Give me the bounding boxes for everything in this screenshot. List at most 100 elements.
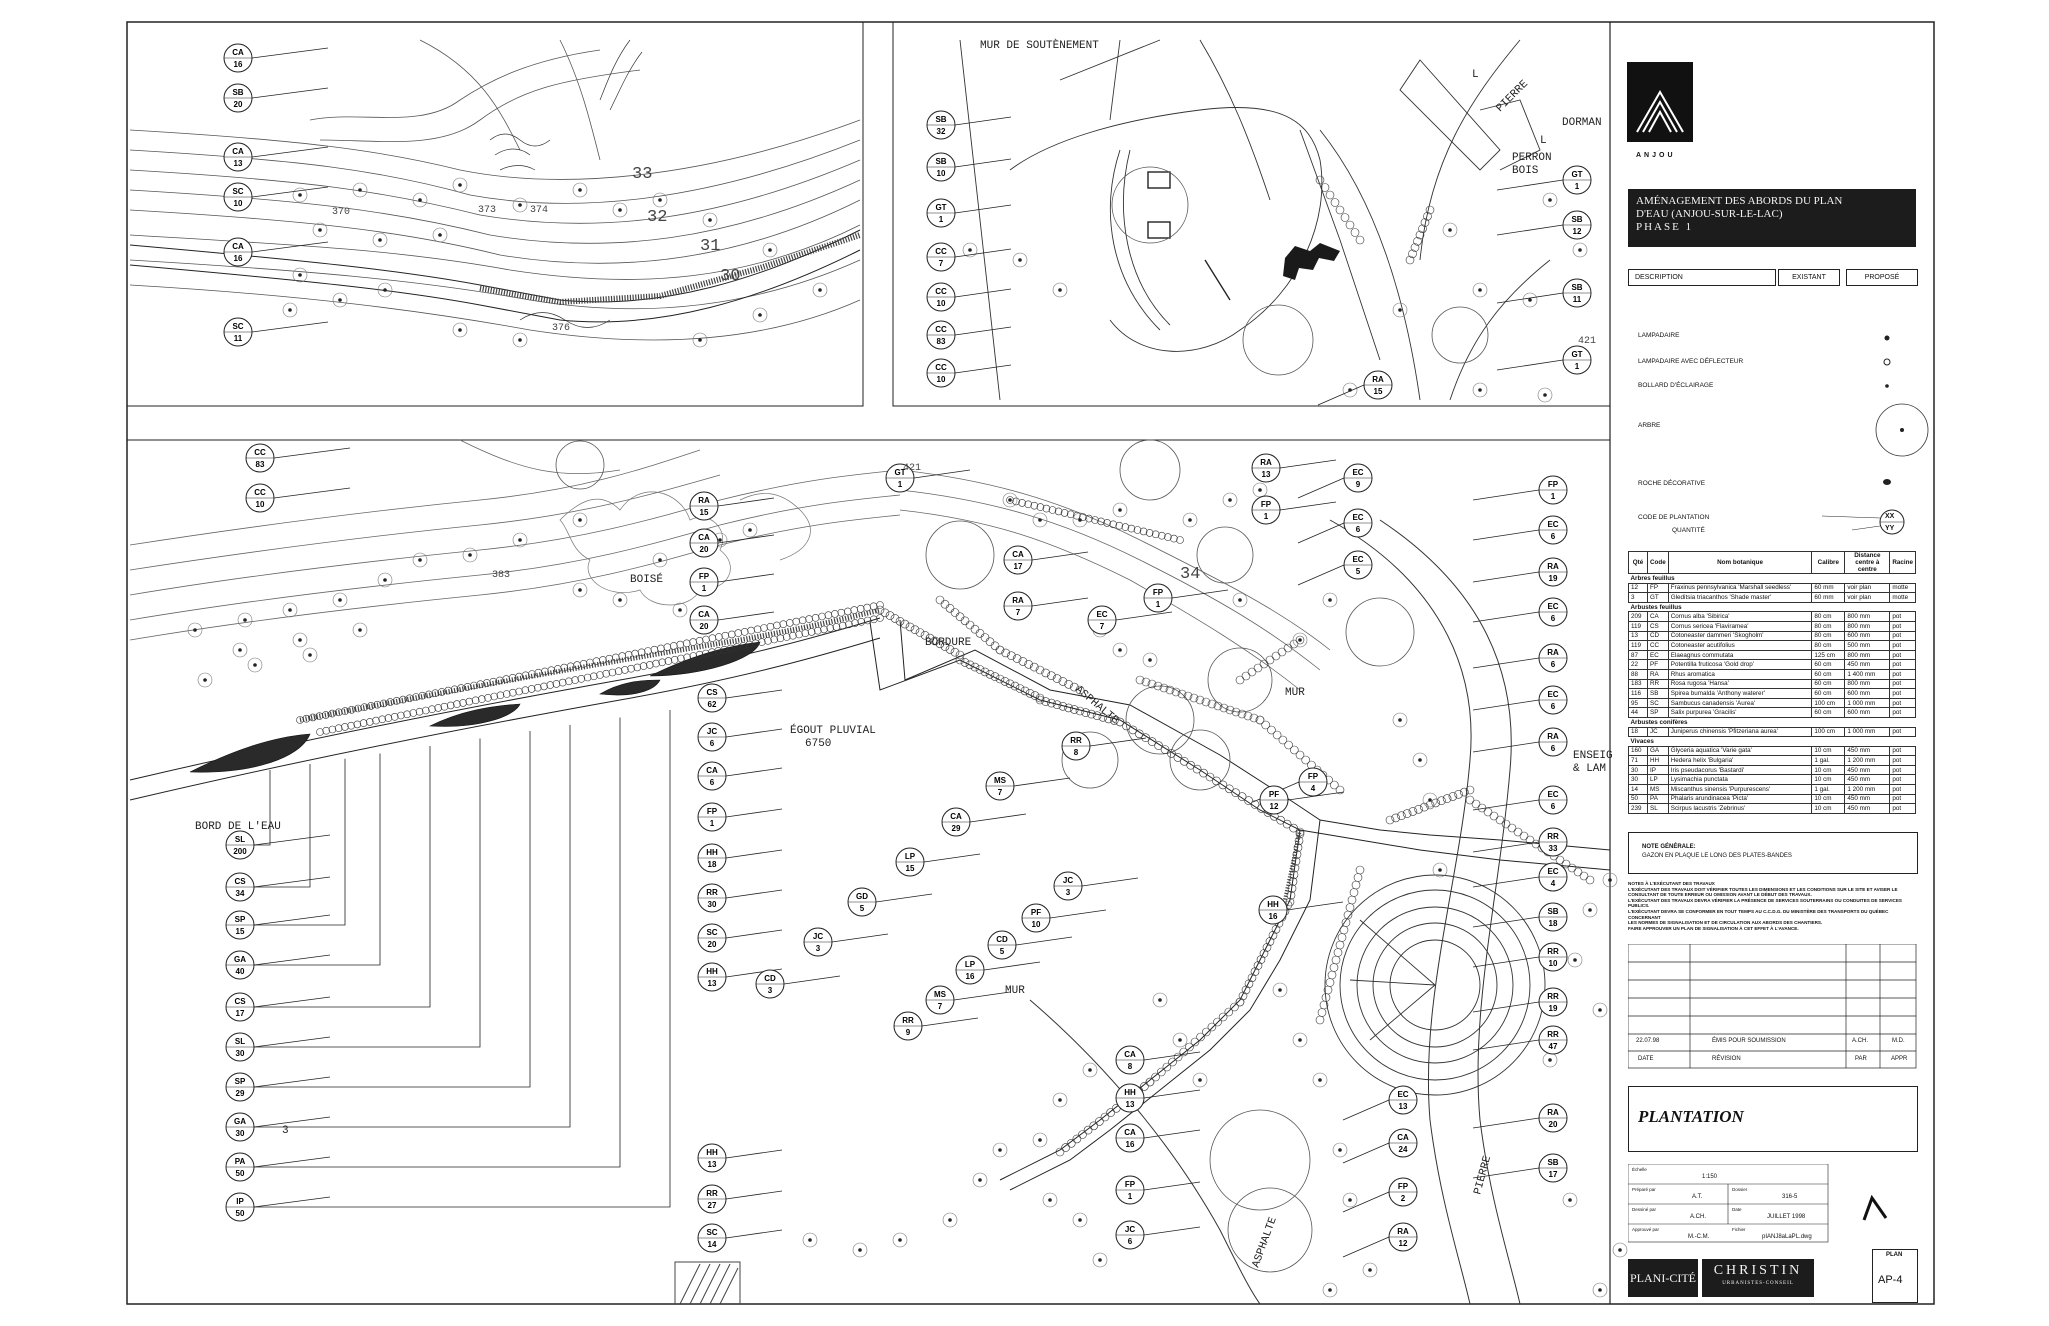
shrub-symbol bbox=[1212, 776, 1221, 786]
shrub-symbol bbox=[354, 704, 362, 713]
tag-code: RA bbox=[1547, 1108, 1559, 1117]
shrub-symbol bbox=[618, 652, 627, 660]
table-cell: 183 bbox=[1628, 678, 1648, 690]
tag-code: EC bbox=[1547, 690, 1558, 699]
shrub-symbol bbox=[1190, 1037, 1200, 1047]
shrub-symbol bbox=[1355, 235, 1365, 245]
plant-dot-canopy bbox=[1542, 192, 1558, 208]
plant-dot-canopy bbox=[1472, 382, 1488, 398]
leader-line bbox=[1472, 611, 1540, 623]
label-l-2: L bbox=[1472, 69, 1479, 81]
table-cell: 10 cm bbox=[1811, 764, 1846, 776]
shrub-symbol bbox=[1024, 500, 1032, 509]
planting-tag: RR8 bbox=[1061, 731, 1091, 761]
leader-line bbox=[254, 746, 431, 1008]
shrub-symbol bbox=[757, 638, 766, 646]
tag-quantity: 10 bbox=[234, 199, 243, 208]
tag-quantity: 7 bbox=[939, 259, 944, 268]
shrub-symbol bbox=[965, 620, 975, 630]
table-cell: Scirpus lacustris 'Zebrinus' bbox=[1667, 803, 1813, 814]
table-cell: SC bbox=[1647, 697, 1669, 709]
shrub-symbol bbox=[1243, 711, 1253, 721]
shrub-symbol bbox=[1030, 501, 1039, 510]
tag-code: GT bbox=[935, 203, 946, 212]
shrub-symbol bbox=[677, 654, 685, 663]
planting-tag: RA7 bbox=[1003, 591, 1033, 621]
plant-dot bbox=[1058, 1098, 1062, 1102]
planting-tag: FP1 bbox=[697, 802, 727, 832]
shrub-symbol bbox=[1350, 228, 1360, 237]
leader-line bbox=[254, 764, 311, 888]
leader-line bbox=[831, 933, 889, 943]
shrub-symbol bbox=[341, 723, 349, 731]
plant-dot bbox=[1038, 1138, 1042, 1142]
shrub-symbol bbox=[528, 670, 536, 678]
plant-dot-canopy bbox=[1522, 292, 1538, 308]
shrub-symbol bbox=[1301, 755, 1310, 765]
tag-quantity: 30 bbox=[236, 1049, 245, 1058]
table-cell: pot bbox=[1889, 784, 1916, 795]
shrub-symbol bbox=[880, 608, 890, 618]
tag-quantity: 1 bbox=[1575, 182, 1580, 191]
structure-top-right bbox=[1283, 243, 1340, 280]
road-main bbox=[1029, 519, 1521, 1305]
col-qte: Qté bbox=[1628, 551, 1648, 574]
plant-dot-canopy bbox=[1032, 1132, 1048, 1148]
planting-tag: CA8 bbox=[1115, 1045, 1145, 1075]
plant-dot bbox=[758, 313, 762, 317]
leader-line bbox=[1472, 1039, 1540, 1051]
table-cell: pot bbox=[1889, 678, 1916, 690]
tag-code: CA bbox=[1124, 1128, 1136, 1137]
shrub-symbol bbox=[1585, 875, 1595, 885]
planting-tag: CD5 bbox=[987, 930, 1017, 960]
table-cell: 209 bbox=[1628, 611, 1648, 622]
shrub-symbol bbox=[695, 650, 704, 659]
general-note-box bbox=[1628, 832, 1918, 874]
shrub-symbol bbox=[1145, 1077, 1155, 1087]
plant-dot-canopy bbox=[1042, 1192, 1058, 1208]
shrub-cluster-top-left bbox=[489, 39, 643, 328]
planting-tag: JC3 bbox=[803, 927, 833, 957]
plant-dot-canopy bbox=[942, 1212, 958, 1228]
leader-line bbox=[1496, 359, 1564, 371]
leader-line bbox=[254, 717, 621, 1168]
leader-line bbox=[1143, 1181, 1201, 1191]
leader-line bbox=[725, 728, 783, 738]
table-cell: 119 bbox=[1628, 640, 1648, 651]
col-calibre: Calibre bbox=[1811, 551, 1846, 574]
tag-quantity: 16 bbox=[234, 254, 243, 263]
tag-code: RA bbox=[1547, 562, 1559, 571]
table-cell: 30 bbox=[1628, 764, 1648, 776]
tag-quantity: 6 bbox=[1551, 614, 1556, 623]
table-cell: 80 cm bbox=[1811, 630, 1846, 642]
tag-code: CA bbox=[706, 766, 718, 775]
legend-code-xx: XX bbox=[1885, 513, 1895, 520]
plant-list-table: Qté Code Nom botanique Calibre Distance … bbox=[1628, 551, 1916, 814]
table-cell: 600 mm bbox=[1844, 688, 1891, 699]
tag-code: EC bbox=[1352, 513, 1363, 522]
shrub-symbol bbox=[490, 692, 499, 701]
table-cell: MS bbox=[1647, 784, 1669, 795]
planting-tag: EC6 bbox=[1343, 508, 1373, 538]
shrub-symbol bbox=[1293, 843, 1303, 852]
project-title-block: AMÉNAGEMENT DES ABORDS DU PLAN D'EAU (AN… bbox=[1628, 189, 1916, 247]
shrub-symbol bbox=[960, 616, 970, 626]
shrub-symbol bbox=[459, 699, 467, 707]
leader-line bbox=[1286, 901, 1344, 911]
shrub-symbol bbox=[1183, 691, 1193, 701]
tag-quantity: 10 bbox=[1549, 959, 1558, 968]
shrub-symbol bbox=[483, 679, 491, 687]
tag-code: HH bbox=[1267, 900, 1279, 909]
shrub-symbol bbox=[502, 675, 511, 683]
shrub-symbol bbox=[1020, 686, 1030, 696]
table-cell: 1 400 mm bbox=[1844, 668, 1891, 680]
shrub-symbol bbox=[1225, 705, 1235, 715]
plant-dot-canopy bbox=[187, 622, 203, 638]
shrub-symbol bbox=[980, 633, 990, 642]
